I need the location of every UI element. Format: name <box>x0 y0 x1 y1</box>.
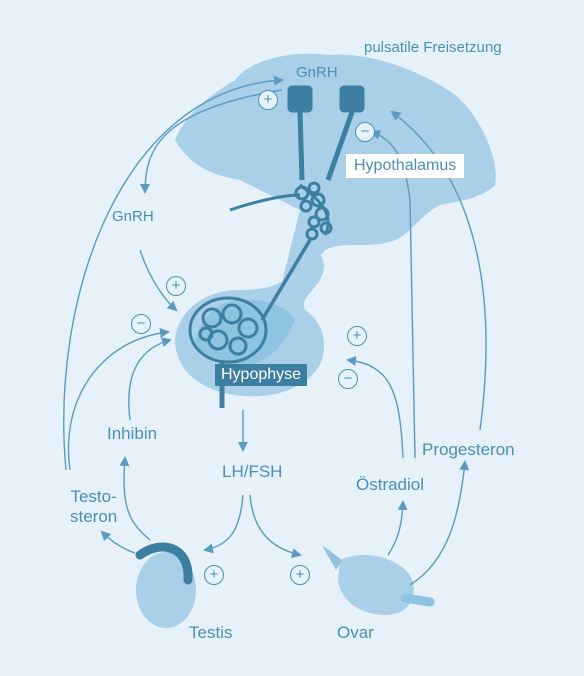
plus-sign-ovar: + <box>290 565 310 585</box>
plus-sign-oestradiol: + <box>347 326 367 346</box>
hypothalamus-label: Hypothalamus <box>346 154 465 178</box>
ovar-label: Ovar <box>337 623 374 642</box>
gnrh-left-label: GnRH <box>112 208 154 225</box>
arrows <box>63 75 487 586</box>
plus-sign-gnrh: + <box>258 90 278 110</box>
inhibin-label: Inhibin <box>107 424 158 443</box>
oestradiol-label: Östradiol <box>356 475 425 494</box>
portal-network <box>229 181 333 321</box>
testis-label: Testis <box>189 623 233 642</box>
minus-sign-hypothalamus: − <box>355 122 375 142</box>
gnrh-top-label: GnRH <box>296 64 338 81</box>
progesteron-label: Progesteron <box>422 440 515 459</box>
testis-shape <box>135 542 196 628</box>
ovar-shape <box>322 545 435 615</box>
hypophyse-label: Hypophyse <box>215 364 308 386</box>
lh-fsh-label: LH/FSH <box>222 462 283 481</box>
minus-sign-oestradiol: − <box>338 369 358 389</box>
plus-sign-testis: + <box>204 565 224 585</box>
testosteron-label: Testo- steron <box>70 487 118 526</box>
pituitary-network <box>188 296 268 408</box>
neuron-right <box>325 85 365 181</box>
minus-sign-pituitary: − <box>131 314 151 334</box>
neuron-left <box>287 85 313 181</box>
hypothalamus-region <box>175 53 496 290</box>
plus-sign-pituitary: + <box>166 276 186 296</box>
pulsatile-release-label: pulsatile Freisetzung <box>364 39 502 56</box>
